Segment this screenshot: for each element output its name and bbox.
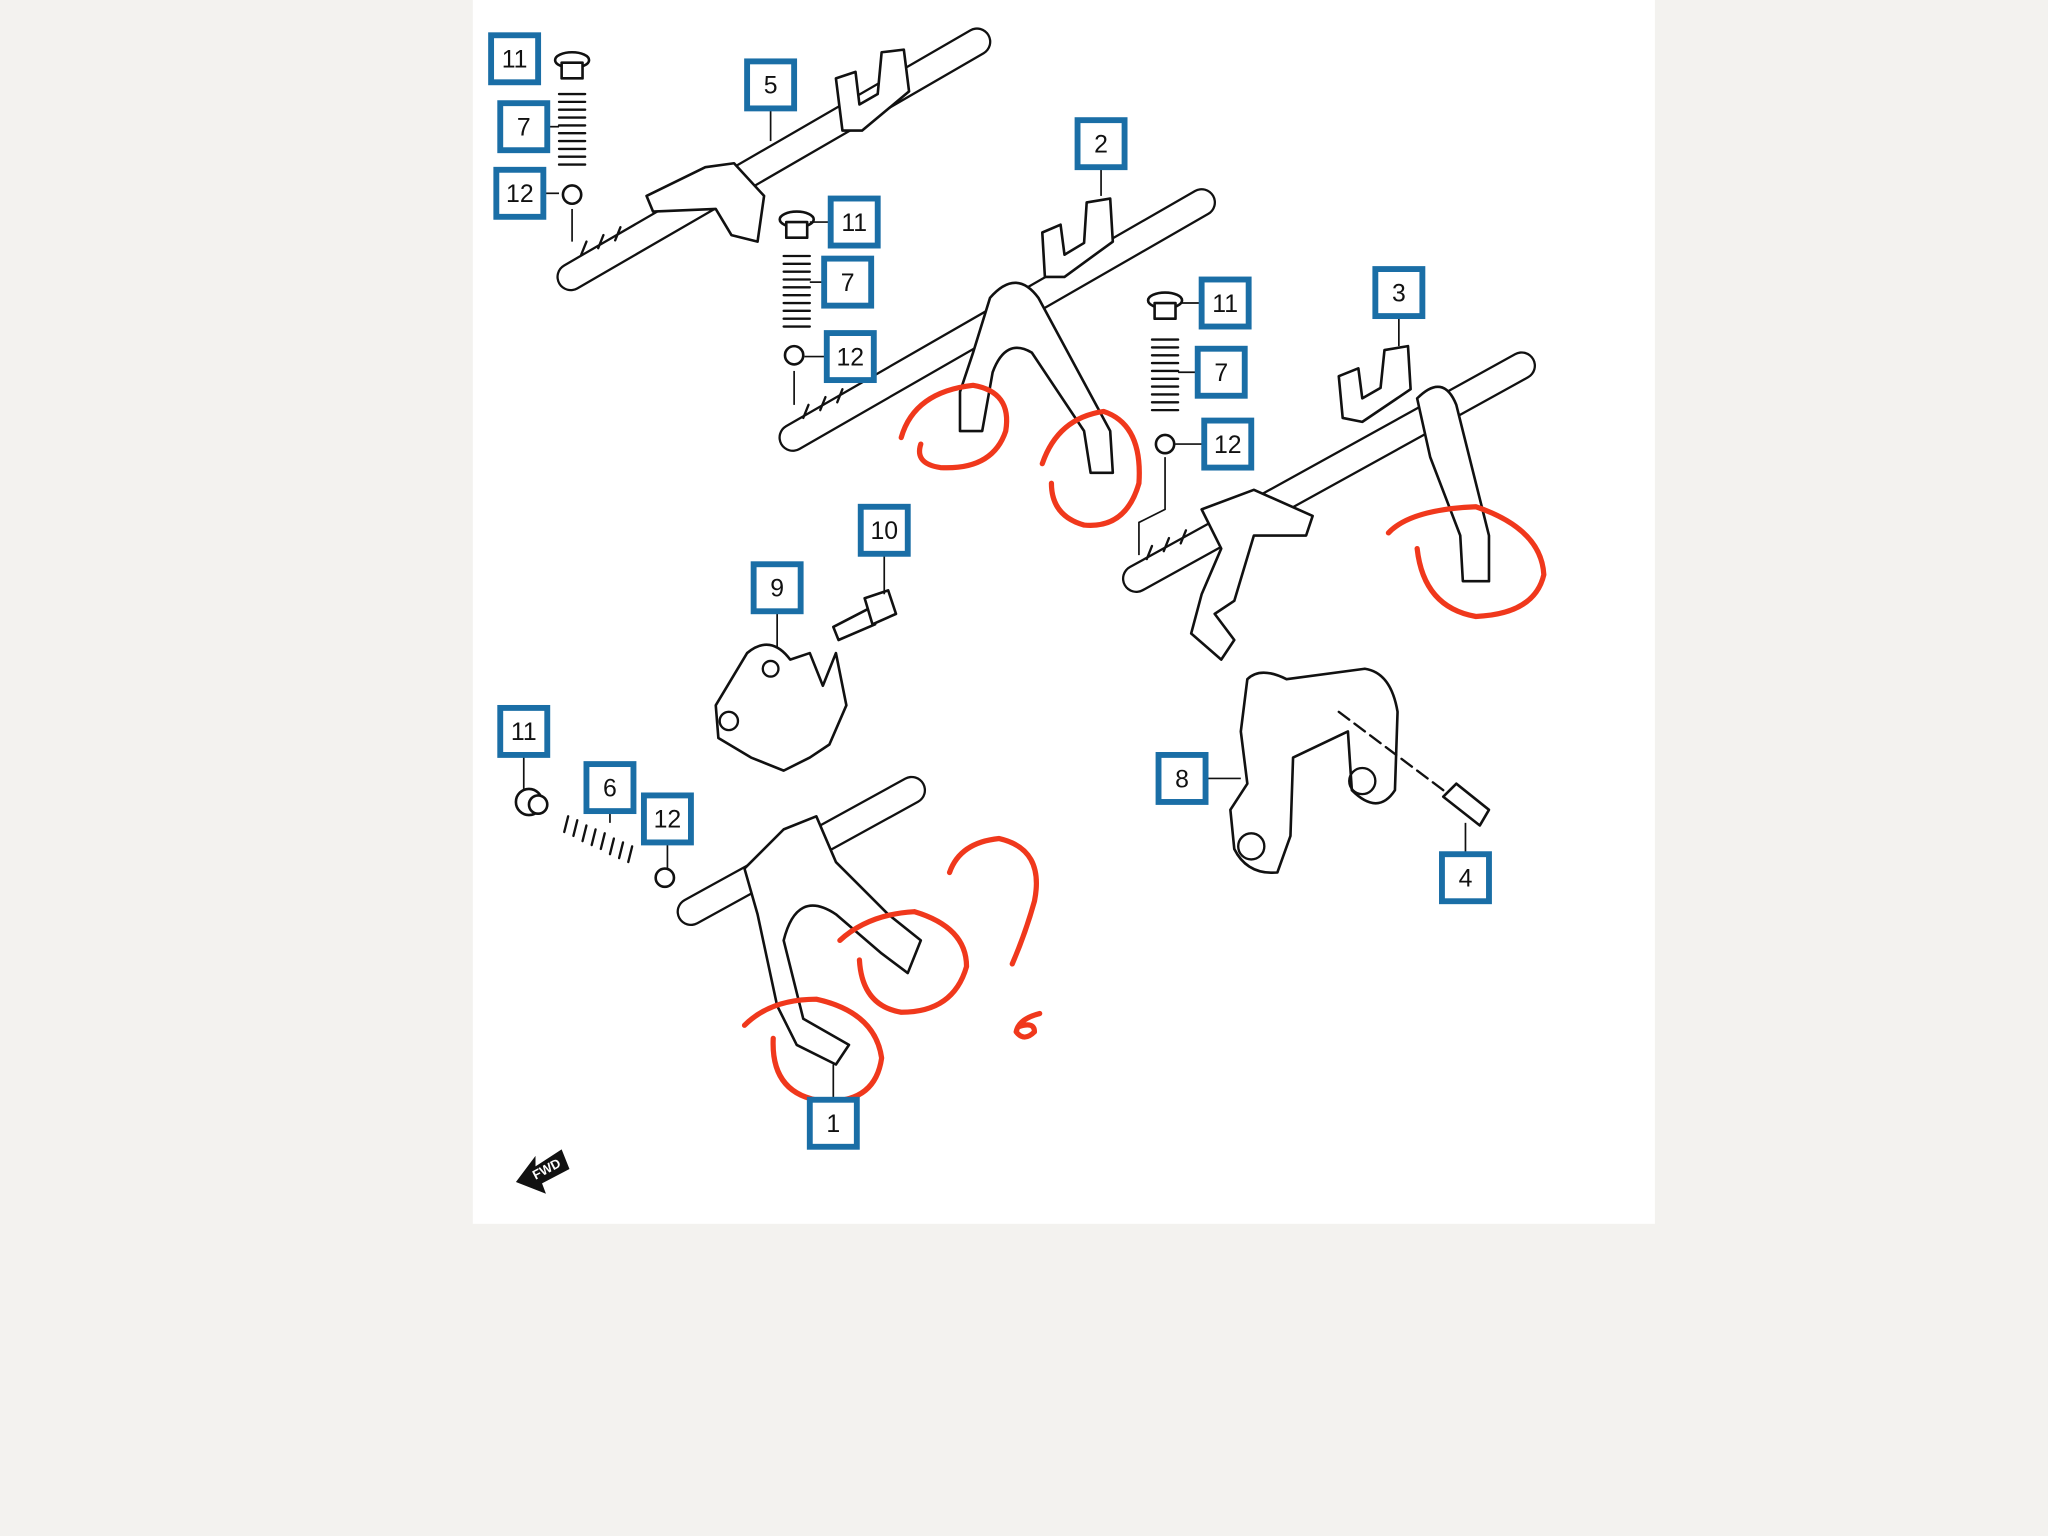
callout-number: 8 xyxy=(1175,766,1189,793)
callout-10: 10 xyxy=(857,503,911,595)
shift-shaft-3 xyxy=(1121,344,1536,661)
shift-shaft-5 xyxy=(556,27,992,292)
callout-5: 5 xyxy=(744,58,798,142)
red-annotations xyxy=(741,382,1547,1104)
callout-11: 11 xyxy=(497,704,551,789)
annotation-question-mark xyxy=(946,835,1039,967)
callout-number: 7 xyxy=(841,270,855,297)
annotation-circle xyxy=(1385,504,1547,620)
callout-number: 11 xyxy=(1212,291,1238,318)
callout-box xyxy=(857,503,911,557)
callout-number: 12 xyxy=(654,807,682,834)
callout-number: 1 xyxy=(826,1111,840,1138)
callout-number: 9 xyxy=(770,576,784,603)
callout-number: 3 xyxy=(1392,280,1406,307)
callout-number: 12 xyxy=(506,181,534,208)
callout-box xyxy=(1074,117,1128,171)
callout-7: 7 xyxy=(809,255,875,309)
callout-number: 11 xyxy=(502,47,528,74)
callout-number: 7 xyxy=(1214,360,1228,387)
callout-1: 1 xyxy=(806,1064,860,1150)
callout-12: 12 xyxy=(640,792,694,869)
callout-number: 4 xyxy=(1459,866,1473,893)
plugs-springs-balls xyxy=(514,50,1184,889)
callout-box xyxy=(806,1096,860,1150)
annotation-circle xyxy=(741,996,885,1104)
callout-box xyxy=(823,330,877,384)
callout-box xyxy=(493,166,547,220)
bracket-9 xyxy=(714,643,848,772)
callout-box xyxy=(583,761,637,815)
callout-box xyxy=(1194,345,1248,399)
callout-box xyxy=(827,195,881,249)
bracket-8 xyxy=(1229,667,1445,874)
callout-box xyxy=(1155,751,1209,805)
callout-2: 2 xyxy=(1074,117,1128,196)
callout-number: 11 xyxy=(841,210,867,237)
callout-box xyxy=(744,58,798,112)
callout-number: 12 xyxy=(836,344,864,371)
callout-3: 3 xyxy=(1372,266,1426,347)
callout-box xyxy=(1201,417,1255,471)
annotation-circle xyxy=(837,909,970,1015)
annotation-circle xyxy=(898,382,1010,471)
callout-box xyxy=(1439,851,1492,905)
callout-box xyxy=(488,32,542,86)
bolt-10 xyxy=(831,589,898,642)
callout-box xyxy=(497,704,551,758)
callout-number: 2 xyxy=(1094,131,1108,158)
callout-11: 11 xyxy=(809,195,881,249)
annotation-circle xyxy=(1039,408,1142,528)
callout-6: 6 xyxy=(583,761,637,823)
callout-box xyxy=(821,255,875,309)
pin-4 xyxy=(1441,782,1491,827)
callout-box xyxy=(1372,266,1426,320)
callout-8: 8 xyxy=(1155,751,1241,805)
callout-12: 12 xyxy=(804,330,877,384)
diagram-panel xyxy=(472,0,1655,1224)
callout-number: 7 xyxy=(517,115,531,142)
callout-box xyxy=(640,792,694,846)
callout-box xyxy=(497,100,551,154)
callout-11: 11 xyxy=(1182,276,1252,330)
callout-labels: 11 7 12 5 11 7 12 2 11 7 12 3 10 9 11 6 12 8 4 1 xyxy=(488,32,1492,1150)
callout-number: 10 xyxy=(870,518,898,545)
callout-11: 11 xyxy=(488,32,542,86)
shift-shaft-2 xyxy=(778,188,1216,475)
callout-number: 5 xyxy=(764,73,778,100)
callout-box xyxy=(1198,276,1252,330)
callout-12: 12 xyxy=(493,166,560,220)
callout-box xyxy=(750,561,804,615)
callout-7: 7 xyxy=(497,100,560,154)
callout-number: 12 xyxy=(1214,432,1242,459)
callout-number: 6 xyxy=(603,775,617,802)
callout-9: 9 xyxy=(750,561,804,647)
callout-number: 11 xyxy=(511,719,537,746)
annotation-scribble xyxy=(1013,1010,1043,1040)
callout-12: 12 xyxy=(1175,417,1255,471)
callout-7: 7 xyxy=(1178,345,1248,399)
callout-4: 4 xyxy=(1439,822,1492,905)
